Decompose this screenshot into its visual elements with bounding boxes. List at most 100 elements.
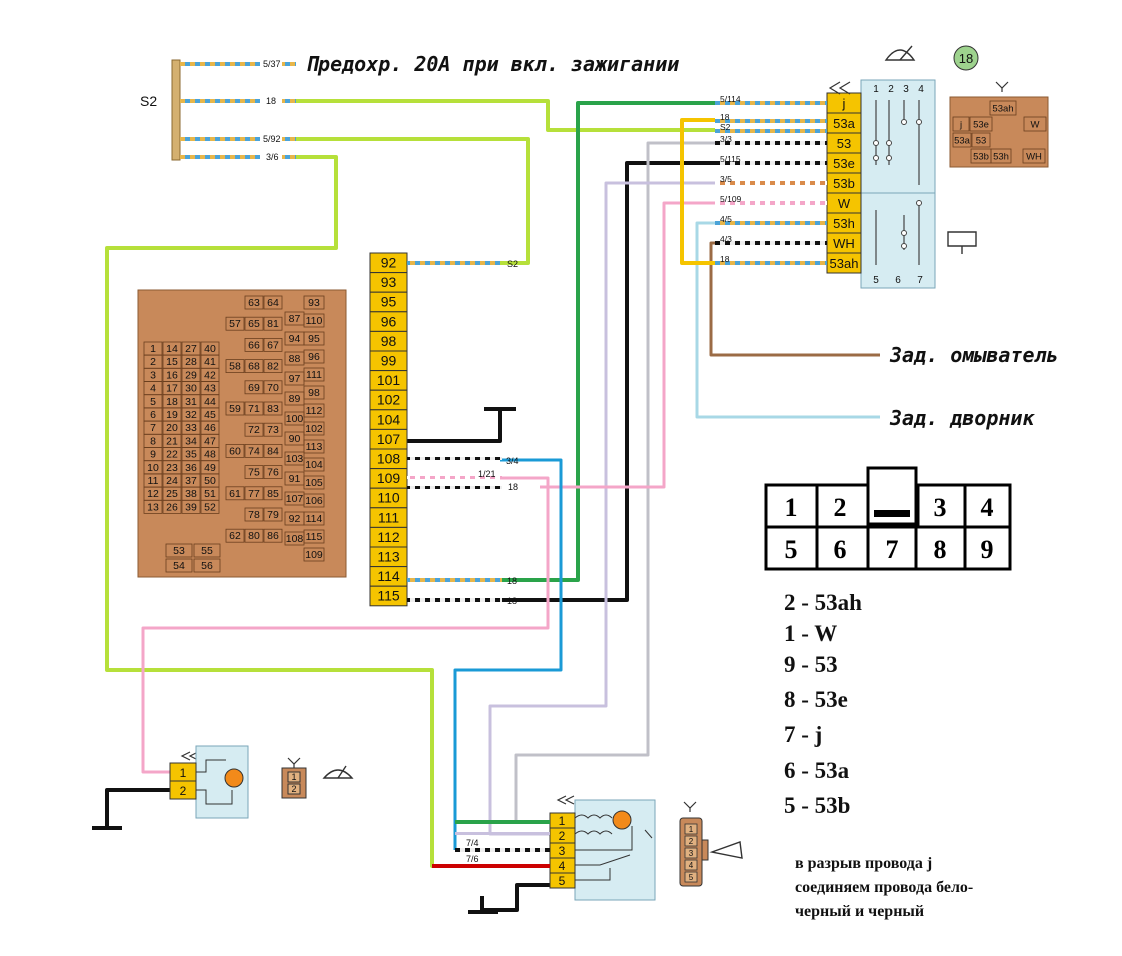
fuse-cell [263, 528, 283, 543]
mini-connector-cell [971, 132, 991, 148]
fuse-cell-label: 34 [185, 435, 197, 447]
fuse-cell-label: 58 [229, 361, 241, 373]
fuse-cell-label: 42 [204, 369, 216, 381]
mini-connector-label: WH [1026, 152, 1042, 163]
switch-wire [715, 201, 827, 205]
switch-pin-label: WH [833, 236, 855, 251]
fuse-cell [284, 351, 305, 366]
connector-pin-label: 93 [381, 274, 397, 290]
fuse-cell [193, 558, 221, 573]
pin-map-line: 8 - 53e [784, 687, 848, 712]
fuse-cell-label: 91 [289, 473, 301, 485]
pin-map-line: 5 - 53b [784, 793, 850, 818]
motor-icon [224, 768, 244, 788]
fuse-cell [303, 403, 325, 418]
fuse-cell [225, 528, 245, 543]
fuse-cell [244, 316, 264, 331]
fuse-cell [303, 439, 325, 454]
big-connector-pin: 4 [981, 493, 994, 522]
switch-wire-label: 3/3 [720, 134, 732, 144]
pin-map-line: 1 - W [784, 621, 837, 646]
switch-position-number: 6 [895, 275, 901, 286]
fuse-cell-label: 59 [229, 403, 241, 415]
s2-wire-label: 5/92 [263, 134, 281, 144]
fuse-cell-label: 49 [204, 462, 216, 474]
connector-pin-label: 98 [381, 333, 397, 349]
wire-label-115: 18 [507, 596, 517, 606]
fuse-cell-label: 112 [306, 405, 323, 417]
mini-connector-label: 53h [993, 152, 1009, 163]
switch-wire [715, 181, 827, 185]
connector-pin-label: 114 [377, 568, 400, 584]
fuse-cell-label: 95 [308, 333, 320, 345]
fuse-cell-label: 82 [267, 361, 279, 373]
connector-pin-label: 92 [381, 255, 397, 271]
connector-pin-label: 95 [381, 294, 397, 310]
switch-wire-label: 5/115 [720, 154, 741, 164]
fuse-cell-label: 45 [204, 409, 216, 421]
fuse-cell-label: 90 [289, 433, 301, 445]
fuse-cell [244, 359, 264, 374]
fuse-cell [263, 422, 283, 437]
fuse-cell [284, 531, 305, 546]
connector-pin-label: 104 [377, 411, 401, 427]
wire-label-108: 3/4 [506, 456, 519, 466]
fuse-cell-label: 28 [185, 356, 197, 368]
fuse-cell-label: 111 [306, 369, 322, 381]
fuse-cell-label: 77 [248, 488, 260, 500]
switch-wire [715, 221, 827, 225]
fuse-cell-label: 33 [185, 422, 197, 434]
fuse-cell [244, 486, 264, 501]
fuse-cell [303, 421, 325, 436]
switch-pin-label: 53 [837, 136, 851, 151]
wires [92, 99, 880, 914]
switch-position-number: 5 [873, 275, 879, 286]
fuse-cell-label: 16 [166, 369, 178, 381]
fuse-cell-label: 10 [147, 462, 159, 474]
s2-wire-label: 3/6 [266, 152, 279, 162]
fuse-note: Предохр. 20А при вкл. зажигании [306, 52, 679, 76]
fuse-cell [162, 499, 182, 514]
fuse-cell [263, 380, 283, 395]
wiper-side-pin-cell [684, 871, 698, 883]
fuse-cell-label: 52 [204, 501, 216, 513]
fuse-cell-label: 53 [173, 545, 185, 557]
mini-connector-cell [969, 116, 993, 132]
washer-motor: 1 2 1 2 [169, 745, 307, 819]
fuse-cell-label: 61 [229, 488, 241, 500]
fuse-cell-label: 103 [286, 453, 304, 465]
fuse-cell [284, 471, 305, 486]
fuse-cell-label: 7 [150, 422, 156, 434]
pin-map-line: 2 - 53ah [784, 590, 862, 615]
fuse-cell [263, 465, 283, 480]
connector-pin-label: 111 [378, 509, 399, 525]
mini-connector-cell [1022, 148, 1046, 164]
fuse-cell-label: 19 [166, 409, 178, 421]
fuse-cell [244, 465, 264, 480]
fuse-cell-label: 6 [150, 409, 156, 421]
fuse-cell-label: 85 [267, 488, 279, 500]
fuse-cell [225, 401, 245, 416]
fuse-cell-label: 62 [229, 530, 241, 542]
fuse-cell [244, 507, 264, 522]
fuse-cell-label: 15 [166, 356, 178, 368]
fuse-cell [263, 295, 283, 310]
connector-pin-label: 108 [377, 451, 401, 467]
switch-wire-label: 3/5 [720, 174, 732, 184]
wiper-side-pin-label: 4 [689, 861, 694, 870]
fuse-cell-label: 11 [148, 475, 159, 487]
fuse-cell-label: 41 [204, 356, 216, 368]
switch-wire-label: 18 [720, 112, 730, 122]
fuse-cell-label: 93 [308, 297, 320, 309]
fuse-cell-label: 60 [229, 445, 241, 457]
switch-wire [715, 161, 827, 165]
switch-pin-label: 53b [833, 176, 855, 191]
switch-pin-label: 53ah [830, 256, 859, 271]
connector-pin-label: 113 [377, 549, 400, 565]
fuse-cell-label: 13 [147, 501, 159, 513]
wiper-pin-label: 5 [559, 874, 566, 888]
fuse-cell [303, 547, 325, 562]
wiper-pin-label: 1 [559, 814, 566, 828]
